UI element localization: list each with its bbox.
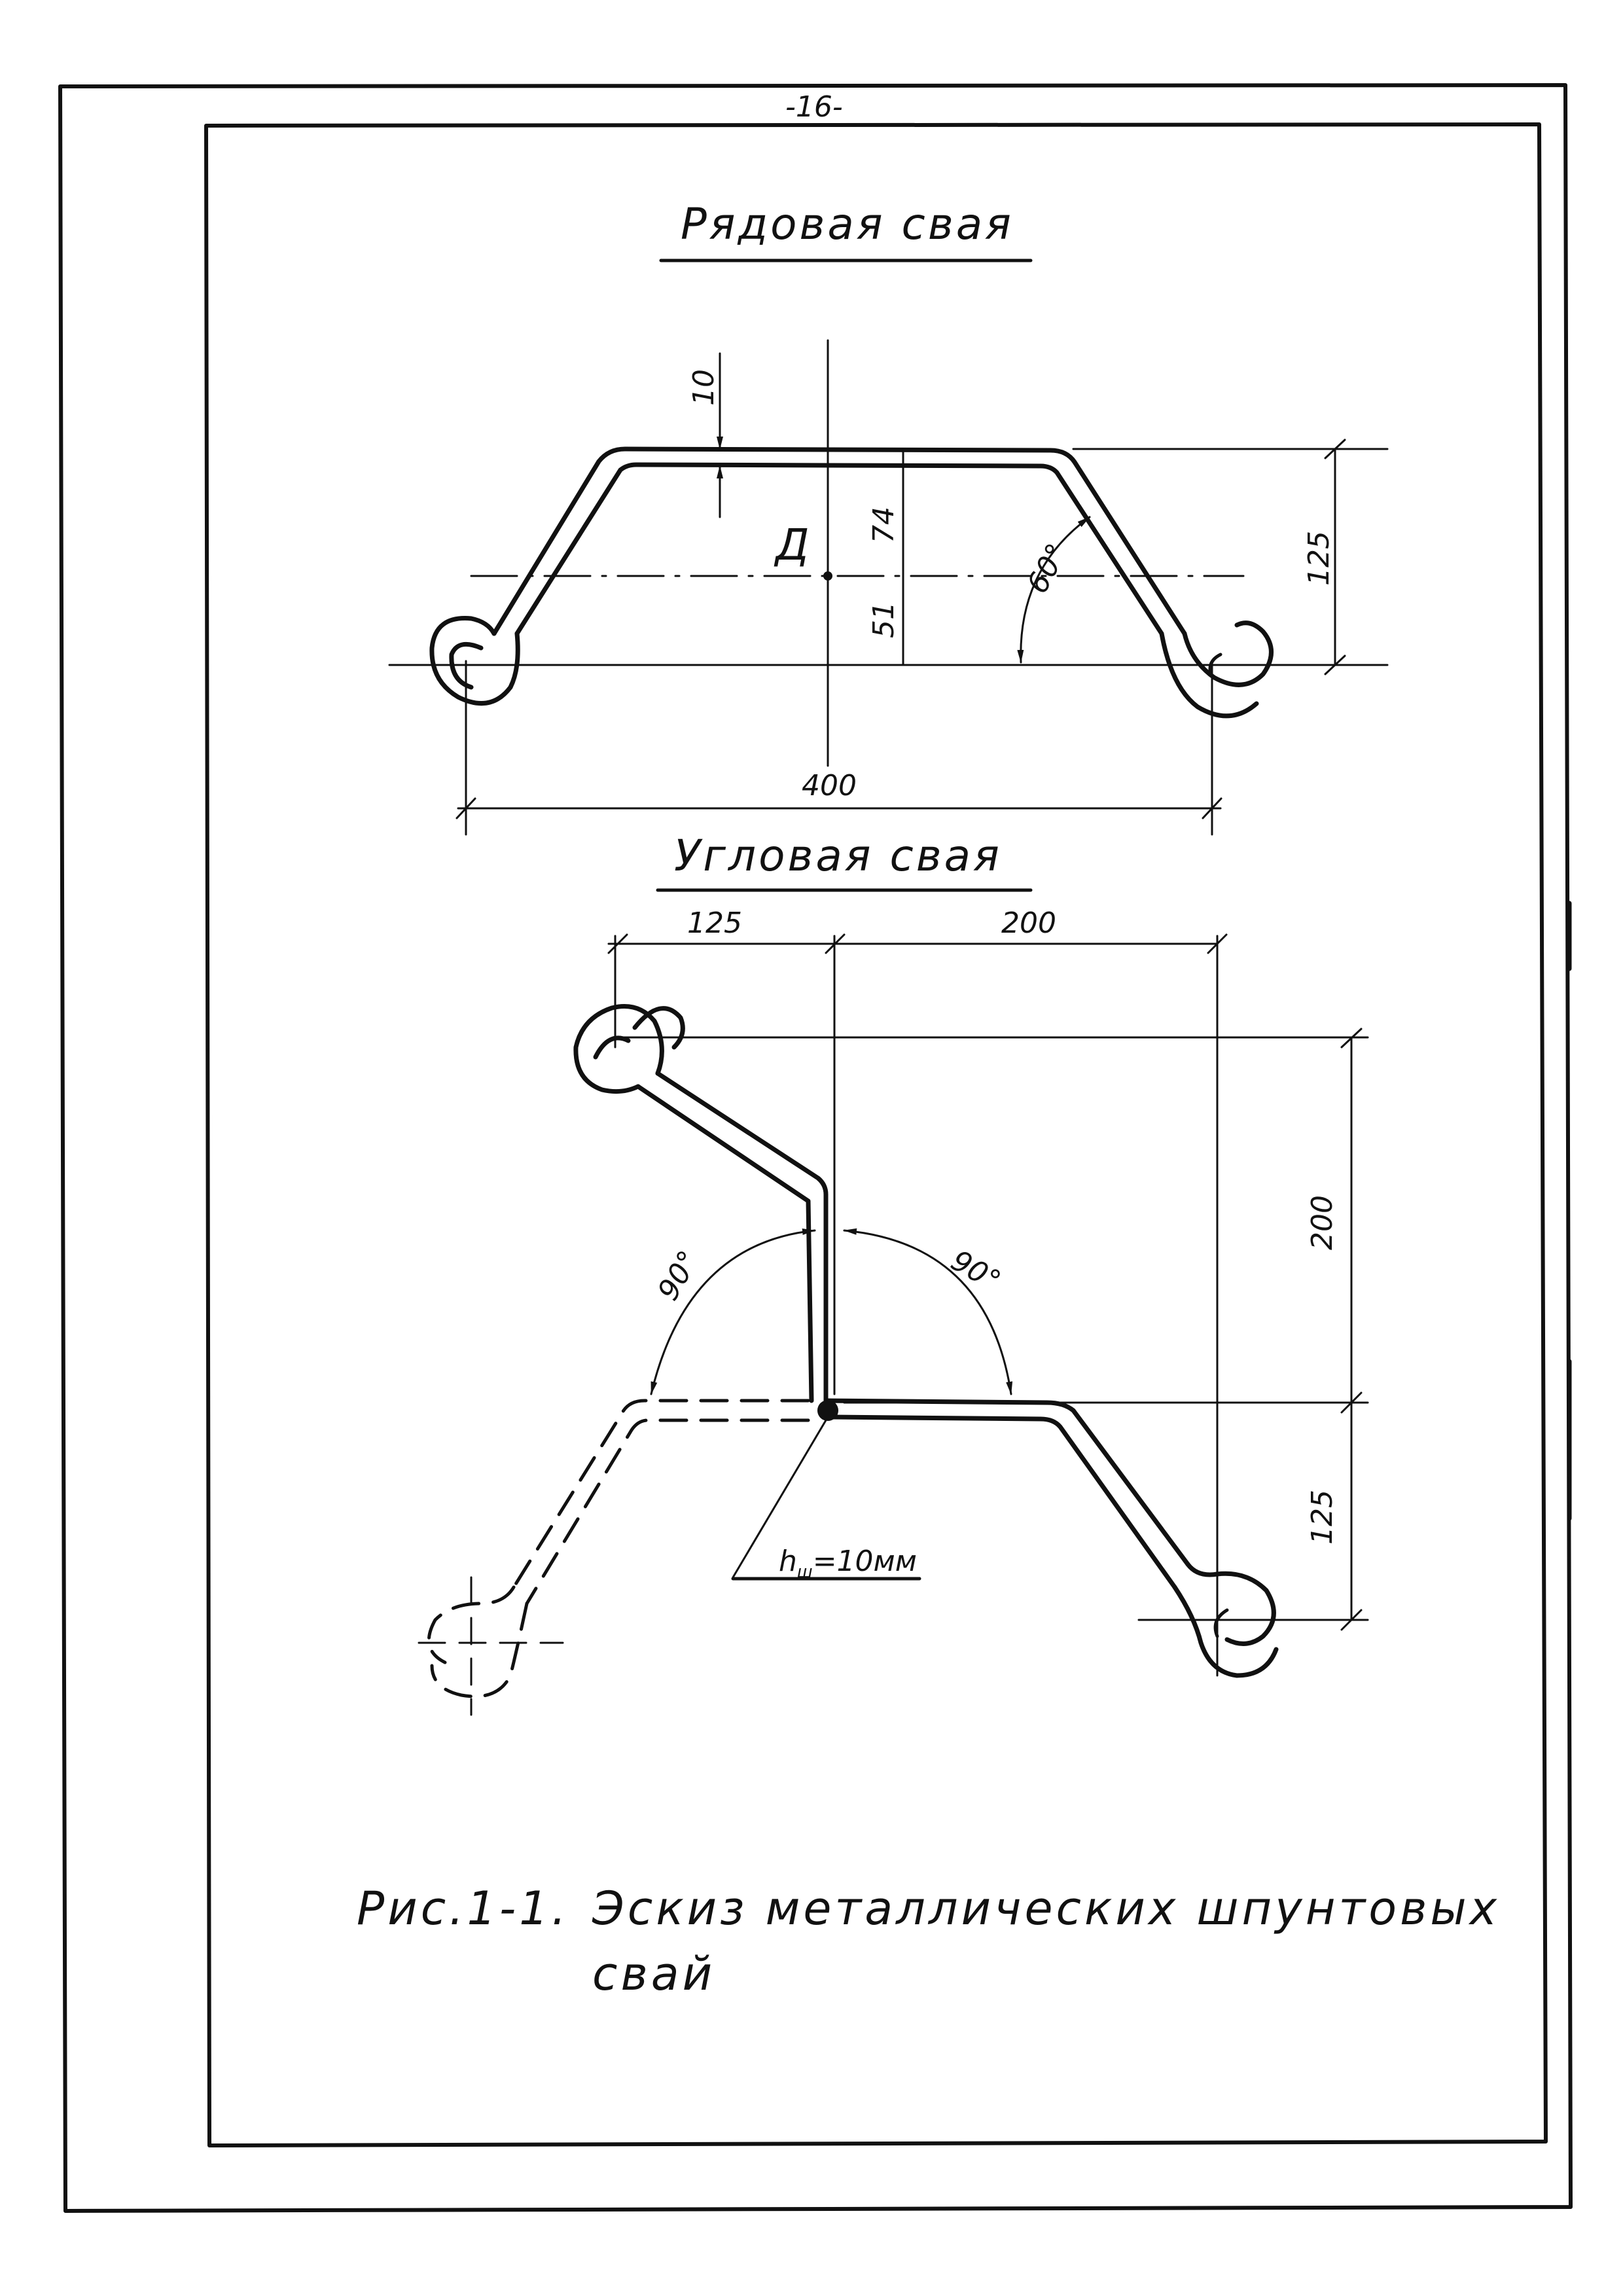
svg-text:74: 74 xyxy=(867,507,901,543)
svg-text:60°: 60° xyxy=(1021,538,1075,599)
figure-caption-line1: Эскиз металлических шпунтовых xyxy=(592,1882,1500,1935)
axis-mark: Д xyxy=(774,520,812,570)
corner-angle-right: 90° xyxy=(843,1228,1013,1395)
svg-text:125: 125 xyxy=(1302,531,1336,586)
page-number: -16- xyxy=(785,90,843,124)
inner-frame xyxy=(204,122,1548,2147)
row-pile-axes xyxy=(388,339,1389,836)
row-pile-profile xyxy=(429,446,1274,719)
svg-text:10: 10 xyxy=(687,369,721,406)
figure-label: Рис.1-1. xyxy=(357,1882,569,1935)
row-pile-title: Рядовая свая xyxy=(681,199,1014,249)
figure-caption-line2: свай xyxy=(592,1947,715,2001)
corner-pile-dashed-branch xyxy=(418,1399,810,1716)
svg-text:90°: 90° xyxy=(651,1245,705,1306)
corner-pile-dimension-lines: 125 200 200 125 xyxy=(607,906,1369,1677)
svg-text:51: 51 xyxy=(867,601,901,638)
svg-text:400: 400 xyxy=(802,769,857,802)
row-angle-dimension: 60° xyxy=(1017,516,1091,664)
svg-text:hш=10мм: hш=10мм xyxy=(779,1545,917,1582)
corner-pile-profile xyxy=(573,1004,1279,1678)
row-width-dimension: 400 xyxy=(455,769,1222,819)
corner-dim-top-right: 200 xyxy=(1001,906,1056,940)
outer-frame xyxy=(58,83,1573,2213)
corner-dim-top-left: 125 xyxy=(687,906,742,940)
corner-dim-right-upper: 200 xyxy=(1306,1195,1339,1250)
row-height-split-dimension: 74 51 Д xyxy=(774,457,904,638)
corner-angle-left: 90° xyxy=(650,1228,816,1395)
weld-callout: hш=10мм xyxy=(731,1419,921,1582)
corner-pile-title: Угловая свая xyxy=(674,831,1002,881)
corner-dim-right-lower: 125 xyxy=(1306,1490,1339,1545)
row-total-height-dimension: 125 xyxy=(1302,439,1346,675)
svg-text:90°: 90° xyxy=(946,1244,1007,1298)
row-thickness-dimension: 10 xyxy=(687,352,723,518)
